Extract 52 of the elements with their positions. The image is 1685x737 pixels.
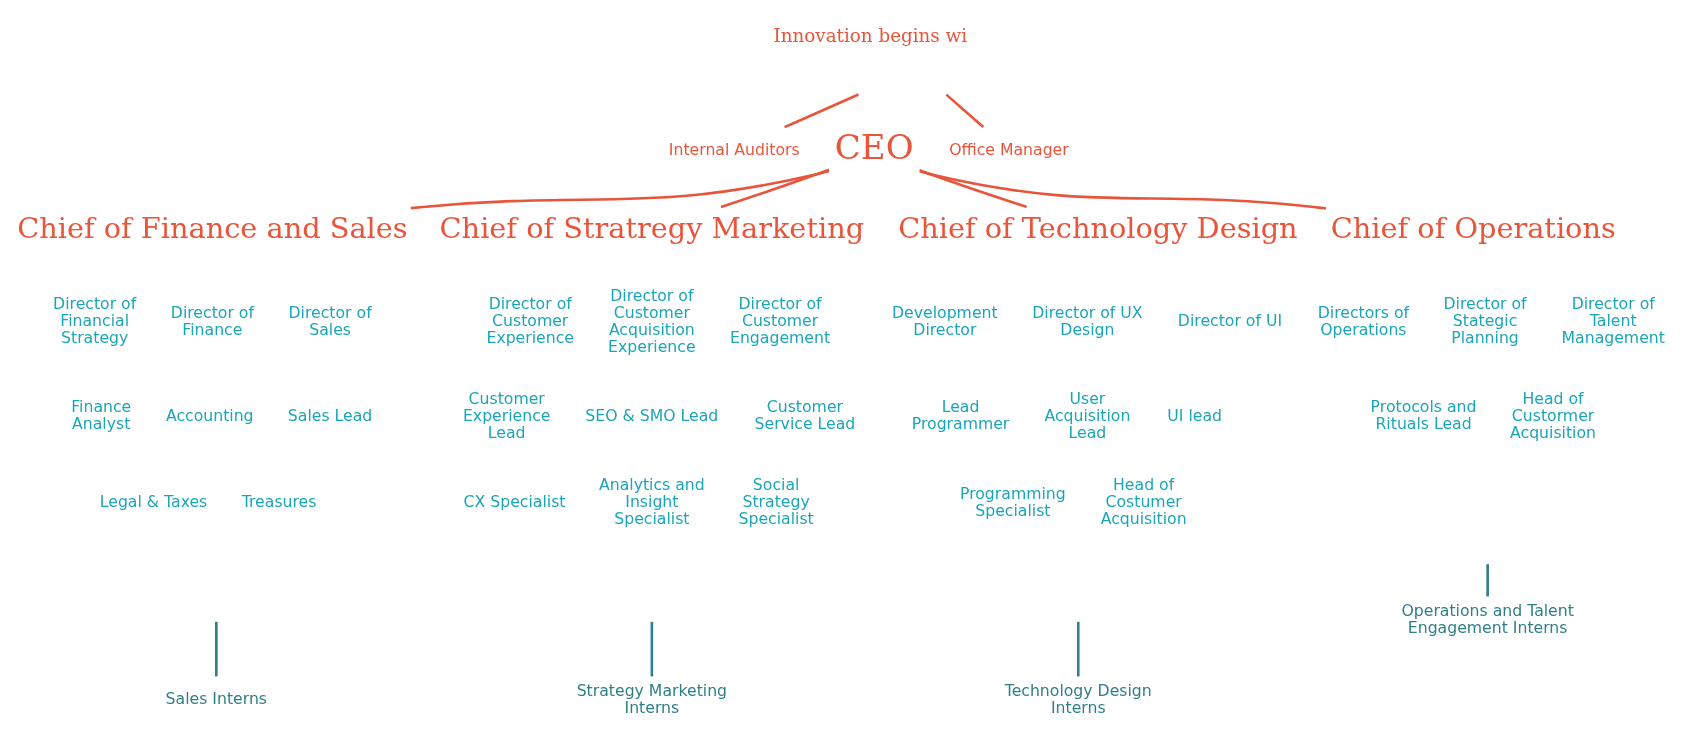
connector (919, 169, 1028, 209)
node-text: Chief of Finance and Sales (17, 210, 408, 245)
label: Director of Customer Experience (486, 294, 574, 348)
label: Director of Sales (288, 302, 372, 339)
label: Sales Lead (287, 405, 373, 425)
label: Director of Financial Strategy (53, 294, 137, 348)
connector (1486, 564, 1489, 597)
connector (410, 169, 830, 210)
connector (919, 170, 1327, 210)
label: Directors of Operations (1317, 302, 1410, 339)
node-text: Technology Design Interns (1004, 680, 1152, 717)
label: Customer Experience Lead (462, 388, 551, 442)
node-text: Chief of Technology Design (898, 210, 1298, 245)
label: Innovation begins wi (773, 24, 968, 46)
label: Programming Specialist (960, 483, 1066, 520)
label: Development Director (892, 302, 998, 339)
connector (215, 621, 218, 677)
label: Director of Finance (170, 302, 254, 339)
connector (1076, 621, 1080, 677)
label: Director of UX Design (1032, 302, 1143, 339)
node-text: Office Manager (949, 139, 1069, 159)
label: User Acquisition Lead (1044, 388, 1131, 442)
node-text: Strategy Marketing Interns (576, 680, 728, 717)
node-text: Operations and Talent Engagement Interns (1401, 600, 1574, 637)
node-text: Sales Interns (165, 689, 268, 709)
label: Director of Talent Management (1561, 294, 1665, 348)
label: Social Strategy Specialist (738, 475, 814, 529)
label: Director of UI (1177, 311, 1283, 331)
label: Legal & Taxes (99, 492, 208, 512)
label: UI lead (1167, 405, 1223, 425)
label: Customer Service Lead (754, 397, 856, 434)
label: Head of Costumer Acquisition (1100, 475, 1187, 529)
label: Director of Customer Acquisition Experience (608, 285, 696, 356)
label: Finance Analyst (71, 397, 132, 434)
label: Head of Custormer Acquisition (1510, 388, 1597, 442)
label: Protocols and Rituals Lead (1370, 397, 1477, 434)
node-text: Chief of Stratregy Marketing (439, 210, 865, 245)
connector (945, 93, 985, 128)
connector (784, 93, 859, 129)
label: Director of Customer Engagement (730, 294, 831, 348)
label: CX Specialist (463, 492, 566, 512)
label: Lead Programmer (911, 397, 1010, 434)
connector (720, 168, 830, 209)
label: Treasures (241, 492, 317, 512)
label: SEO & SMO Lead (585, 405, 719, 425)
connector (650, 621, 654, 677)
node-text: CEO (834, 126, 914, 167)
node-text: Chief of Operations (1330, 210, 1616, 245)
label: Analytics and Insight Specialist (598, 475, 705, 529)
label: Accounting (165, 405, 254, 425)
label: Director of Stategic Planning (1443, 294, 1527, 348)
node-text: Internal Auditors (668, 139, 800, 159)
